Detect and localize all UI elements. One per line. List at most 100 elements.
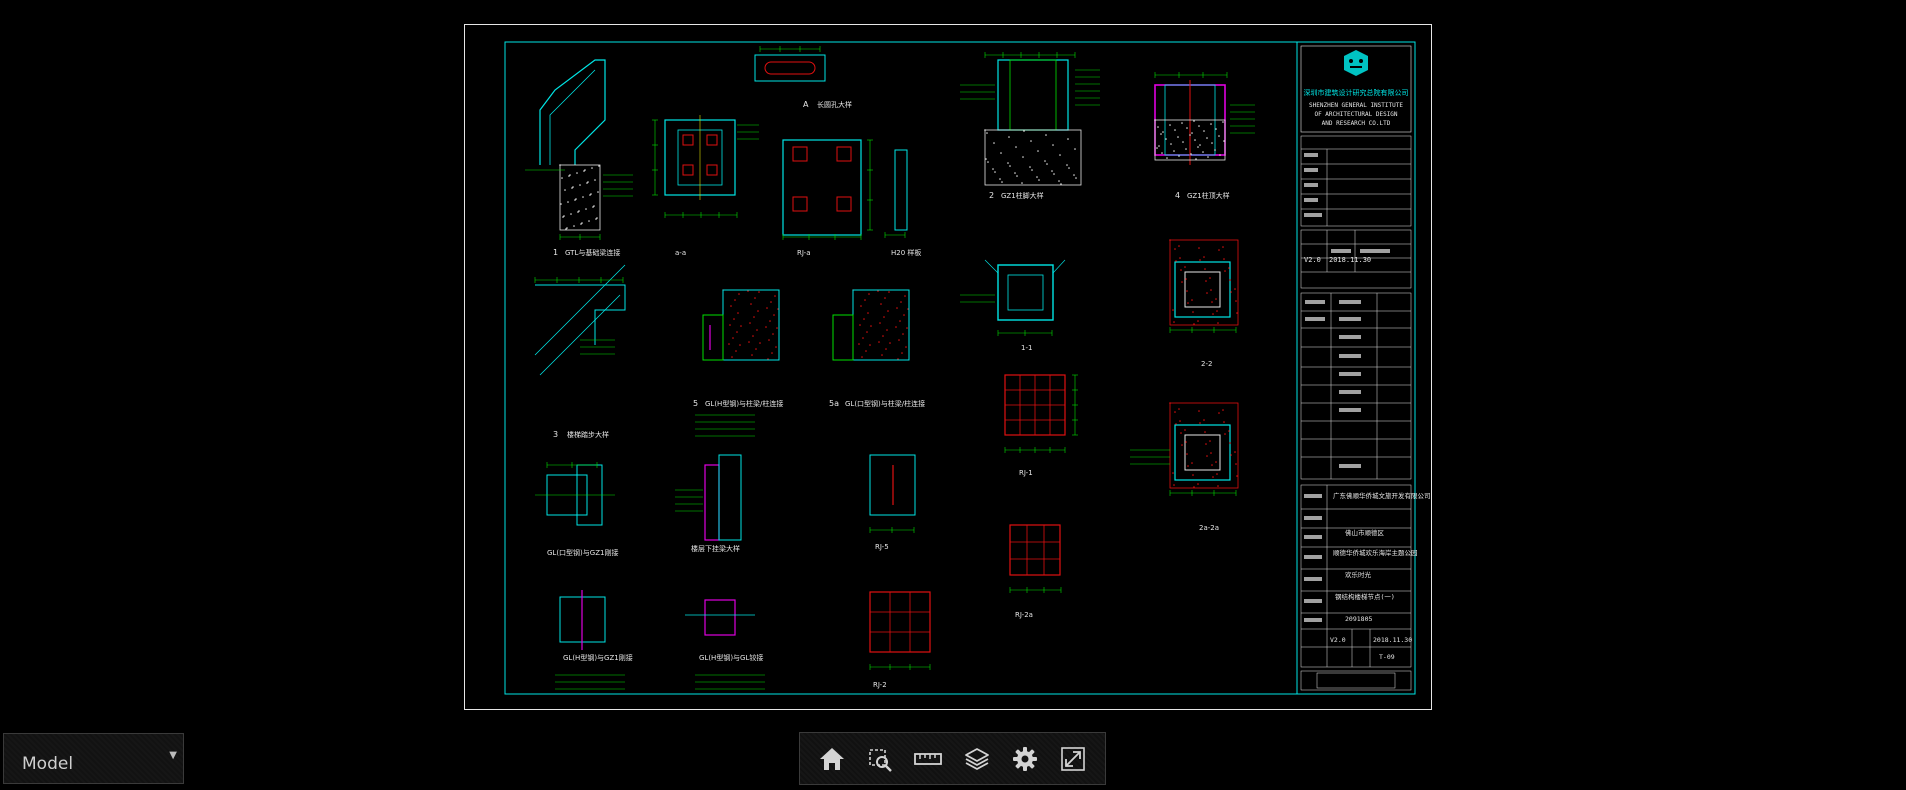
layers-button[interactable]	[956, 738, 998, 780]
hatch-dot	[1228, 267, 1230, 269]
settings-button[interactable]	[1004, 738, 1046, 780]
hatch-dot	[750, 303, 752, 305]
cad-polyline	[539, 59, 606, 165]
cad-rect	[704, 464, 720, 541]
hatch-dot	[1044, 160, 1046, 162]
fullscreen-button[interactable]	[1052, 738, 1094, 780]
hatch-dot	[1223, 421, 1225, 423]
hatch-dot	[1186, 127, 1188, 129]
hatch-dot	[1174, 129, 1176, 131]
hatch-dot	[1187, 302, 1189, 304]
hatch-dot	[774, 295, 776, 297]
hatch-dot	[866, 331, 868, 333]
cad-polyline	[549, 69, 596, 165]
hatch-dot	[1215, 128, 1217, 130]
hatch-dot	[897, 358, 899, 360]
hatch-dot	[1211, 464, 1213, 466]
caption-1-text: GTL与基础梁连接	[565, 248, 620, 257]
hatch-dot	[748, 341, 750, 343]
hatch-dot	[1206, 292, 1208, 294]
hatch-dot	[1173, 321, 1175, 323]
home-icon	[820, 747, 845, 770]
company-name-en-1: SHENZHEN GENERAL INSTITUTE	[1309, 102, 1403, 109]
hatch-dot	[1236, 475, 1238, 477]
hatch-dot	[1185, 441, 1187, 443]
hatch-dot	[777, 308, 779, 310]
hatch-dot	[1193, 486, 1195, 488]
caption-5a: 5a	[829, 399, 839, 408]
hatch-dot	[577, 211, 579, 213]
hatch-dot	[1224, 433, 1226, 435]
hatch-dot	[759, 342, 761, 344]
hatch-dot	[1180, 432, 1182, 434]
hatch-dot	[902, 333, 904, 335]
measure-button[interactable]	[907, 738, 949, 780]
hatch-dot	[883, 316, 885, 318]
hatch-dot	[886, 329, 888, 331]
hatch-dot	[771, 352, 773, 354]
hatch-dot	[1157, 126, 1159, 128]
hatch-dot	[1175, 260, 1177, 262]
hatch-dot	[1184, 429, 1186, 431]
concrete-block	[1154, 119, 1226, 161]
hatch-dot	[731, 356, 733, 358]
hatch-dot	[1236, 312, 1238, 314]
caption-gl-box-gz1: GL(口型钢)与GZ1刚接	[547, 548, 618, 557]
hatch-dot	[1059, 154, 1061, 156]
hatch-dot	[766, 307, 768, 309]
hatch-dot	[1230, 454, 1232, 456]
hatch-dot	[732, 337, 734, 339]
hatch-dot	[881, 354, 883, 356]
hatch-dot	[776, 327, 778, 329]
home-button[interactable]	[811, 738, 853, 780]
concrete-block	[852, 289, 910, 361]
hatch-dot	[1198, 410, 1200, 412]
hatch-dot	[993, 142, 995, 144]
hatch-dot	[1016, 175, 1018, 177]
hatch-dot	[1173, 150, 1175, 152]
client-name: 广东佛顺华侨城文旅开发有限公司	[1333, 491, 1431, 500]
drawing-canvas: 深圳市建筑设计研究总院有限公司 SHENZHEN GENERAL INSTITU…	[504, 41, 1431, 695]
cad-rect	[792, 196, 808, 212]
hatch-dot	[1215, 298, 1217, 300]
hatch-dot	[984, 129, 986, 131]
hatch-dot	[885, 348, 887, 350]
cad-rect	[1009, 524, 1061, 576]
hatch-dot	[733, 318, 735, 320]
hatch-dot	[898, 339, 900, 341]
cad-rect	[754, 54, 826, 82]
cad-line	[539, 294, 621, 376]
drawing-sheet[interactable]: 深圳市建筑设计研究总院有限公司 SHENZHEN GENERAL INSTITU…	[464, 24, 1432, 710]
cad-rect	[792, 146, 808, 162]
cad-rect	[718, 454, 742, 541]
hatch-dot	[1193, 323, 1195, 325]
hatch-dot	[1209, 440, 1211, 442]
hatch-dot	[578, 210, 580, 212]
hatch-dot	[586, 182, 588, 184]
hatch-dot	[884, 297, 886, 299]
caption-2: 2	[989, 191, 994, 200]
hatch-dot	[901, 352, 903, 354]
zoom-window-button[interactable]	[859, 738, 901, 780]
hatch-dot	[1179, 420, 1181, 422]
hatch-dot	[1192, 474, 1194, 476]
hatch-dot	[1210, 123, 1212, 125]
caption-5: 5	[693, 399, 698, 408]
hatch-dot	[563, 215, 565, 217]
hatch-dot	[1205, 280, 1207, 282]
version-number: V2.0	[1304, 256, 1321, 264]
hatch-dot	[1158, 145, 1160, 147]
hatch-dot	[1195, 158, 1197, 160]
hatch-dot	[1029, 166, 1031, 168]
hatch-dot	[1014, 172, 1016, 174]
hatch-dot	[1191, 299, 1193, 301]
hatch-dot	[986, 132, 988, 134]
hatch-dot	[1199, 422, 1201, 424]
cad-rect	[1184, 434, 1221, 471]
cad-line	[1052, 259, 1066, 274]
hatch-dot	[1215, 461, 1217, 463]
hatch-dot	[588, 220, 590, 222]
caption-2-2: 2-2	[1201, 360, 1212, 368]
hatch-dot	[1203, 419, 1205, 421]
model-layout-select[interactable]: Model ▼	[3, 733, 184, 784]
